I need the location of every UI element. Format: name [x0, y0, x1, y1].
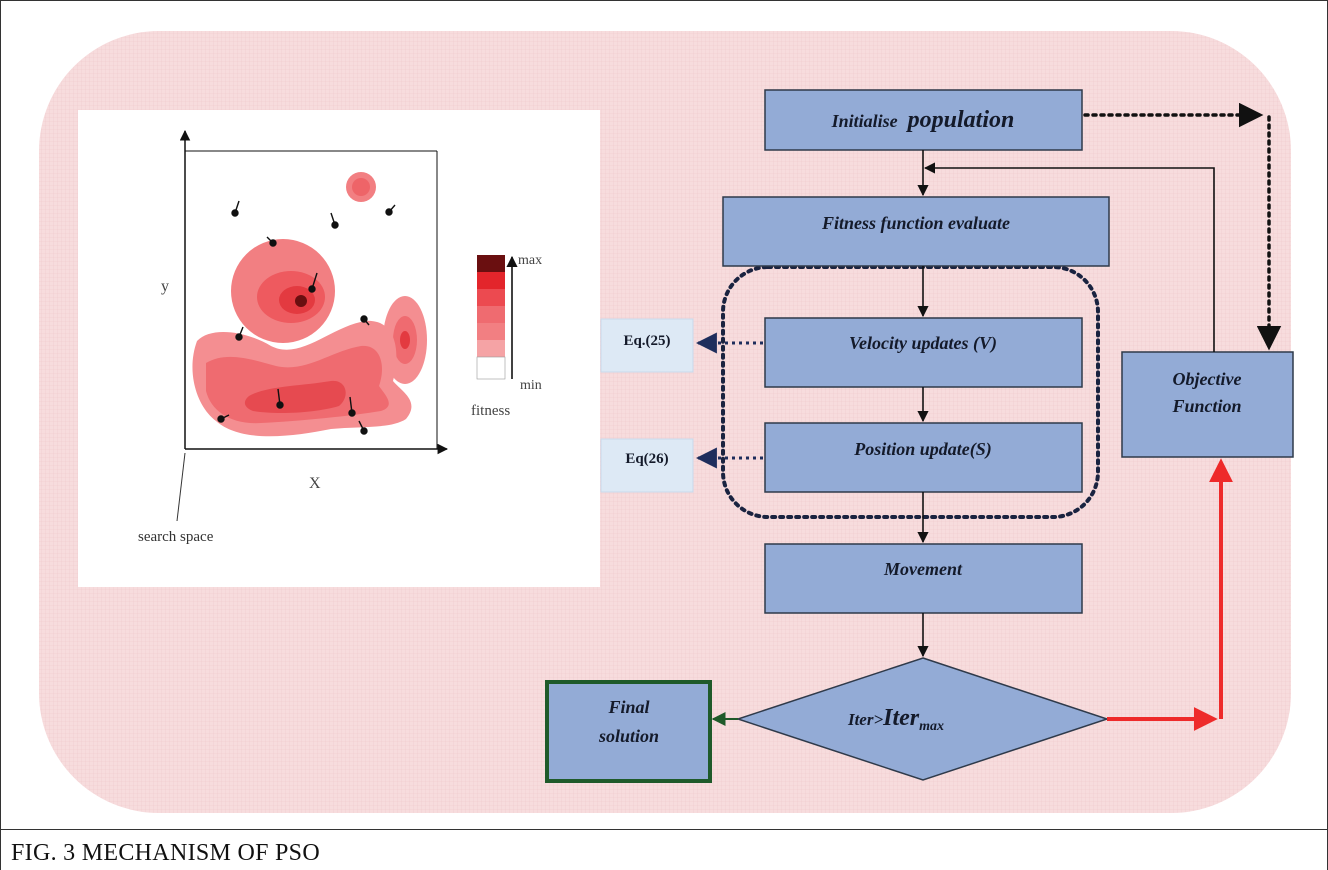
final-solution-box: Final solution: [545, 680, 712, 783]
svg-text:Initialise population: Initialise population: [831, 107, 1015, 133]
eq26-box: Eq(26): [600, 438, 694, 493]
eq25-box: Eq.(25): [600, 318, 694, 373]
update-loop-boundary: [721, 265, 1100, 519]
fitness-contours: [192, 172, 427, 437]
objective-function-box: Objective Function: [1121, 351, 1294, 458]
init-to-objective-arrow: [1083, 102, 1282, 351]
legend-max-label: max: [518, 253, 542, 268]
flow-arrows: [917, 150, 1215, 658]
pso-diagram: y X search space: [39, 31, 1294, 813]
y-axis-label: y: [161, 278, 169, 295]
eq26-label: Eq(26): [625, 451, 668, 467]
search-space-pointer: [176, 452, 186, 522]
position-update-box: Position update(S): [764, 422, 1083, 493]
iteration-decision: Iter>Itermax: [735, 657, 1110, 781]
flowchart: Initialise population Fitness function e…: [545, 89, 1294, 783]
fitness-legend: max min fitness: [471, 253, 542, 419]
final-solution-line1: Final: [607, 697, 649, 717]
initialise-population-box: Initialise population: [764, 89, 1083, 151]
decision-iter-bold: Iter: [882, 705, 920, 731]
initialise-word: population: [906, 107, 1015, 133]
movement-label: Movement: [883, 559, 963, 579]
loop-back-arrow: [1107, 458, 1233, 731]
particles: [217, 200, 396, 435]
figure-caption: FIG. 3 MECHANISM OF PSO: [11, 840, 320, 866]
svg-text:Iter>Itermax: Iter>Itermax: [847, 705, 944, 734]
position-update-label: Position update(S): [853, 439, 992, 460]
decision-iter: Iter>: [847, 710, 884, 729]
initialise-prefix: Initialise: [831, 111, 898, 131]
x-axis-label: X: [309, 475, 321, 492]
eq25-label: Eq.(25): [623, 333, 670, 349]
objective-function-line1: Objective: [1173, 369, 1242, 389]
legend-min-label: min: [520, 378, 542, 393]
velocity-update-label: Velocity updates (V): [849, 333, 997, 354]
search-space-label: search space: [138, 529, 214, 545]
objective-function-line2: Function: [1171, 396, 1241, 416]
decision-subscript: max: [919, 719, 944, 734]
search-space-panel: y X search space: [78, 110, 600, 587]
fitness-evaluate-box: Fitness function evaluate: [722, 196, 1110, 267]
legend-title: fitness: [471, 403, 510, 419]
final-solution-line2: solution: [598, 726, 659, 746]
movement-box: Movement: [764, 543, 1083, 614]
velocity-update-box: Velocity updates (V): [764, 317, 1083, 388]
fitness-evaluate-label: Fitness function evaluate: [821, 213, 1010, 233]
caption-bar: FIG. 3 MECHANISM OF PSO: [1, 829, 1327, 870]
